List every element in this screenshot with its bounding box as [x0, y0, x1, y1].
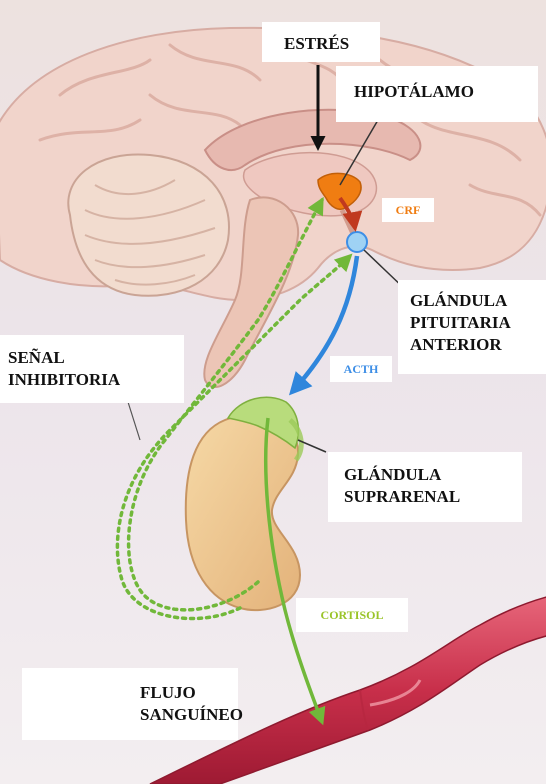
- label-adrenal-gland: GLÁNDULA SUPRARENAL: [328, 452, 522, 522]
- label-anterior-pituitary: GLÁNDULA PITUITARIA ANTERIOR: [398, 280, 546, 374]
- label-bloodstream: FLUJO SANGUÍNEO: [22, 668, 238, 740]
- pituitary-gland-shape: [347, 232, 367, 252]
- label-cortisol: CORTISOL: [296, 598, 408, 632]
- label-crf: CRF: [382, 198, 434, 222]
- label-stress: ESTRÉS: [262, 22, 380, 62]
- cerebellum: [68, 154, 229, 295]
- label-inhibitory-signal: SEÑAL INHIBITORIA: [0, 335, 184, 403]
- label-hypothalamus: HIPOTÁLAMO: [336, 66, 538, 122]
- label-acth: ACTH: [330, 356, 392, 382]
